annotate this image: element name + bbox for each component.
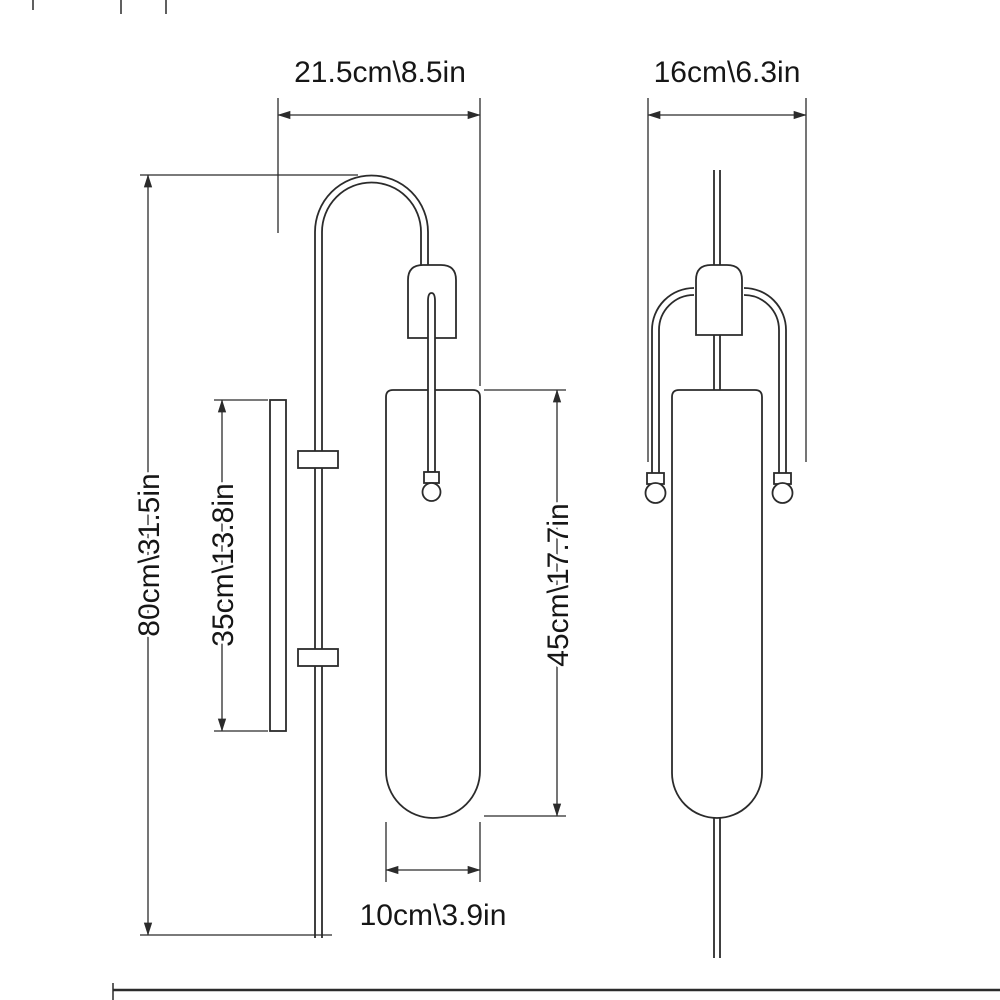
side-stem [427,292,436,473]
dimension-lines [140,98,807,936]
overall-height-label: 80cm\31.5in [133,473,166,636]
side-glass-shade [385,389,481,819]
overall-width-label: 21.5cm\8.5in [294,56,466,89]
front-glass-shade [671,389,763,819]
side-arm-outer-line [314,174,429,938]
front-socket [695,264,743,336]
backplate-height-label: 35cm\13.8in [207,483,240,646]
side-view [269,174,481,938]
front-width-label: 16cm\6.3in [654,56,801,89]
front-right-arm-inner [743,294,780,477]
front-left-finial-ball [644,482,667,504]
front-right-arm-outer [743,287,787,477]
wall-backplate [269,399,287,732]
bracket-bottom [297,648,339,667]
front-view [644,170,794,958]
shade-width-label: 10cm\3.9in [360,899,507,932]
front-left-arm-outer [651,287,695,477]
dimension-labels: 21.5cm\8.5in 16cm\6.3in 80cm\31.5in 35cm… [130,53,803,935]
shade-height-label: 45cm\17.7in [542,503,575,666]
front-left-arm-inner [658,294,695,477]
front-right-finial-ball [771,482,794,504]
side-finial-ball [421,482,442,502]
side-arm-inner-line [321,181,422,938]
crop-artifacts [32,0,1000,1000]
side-stem-collar [423,471,440,484]
bracket-top [297,450,339,469]
